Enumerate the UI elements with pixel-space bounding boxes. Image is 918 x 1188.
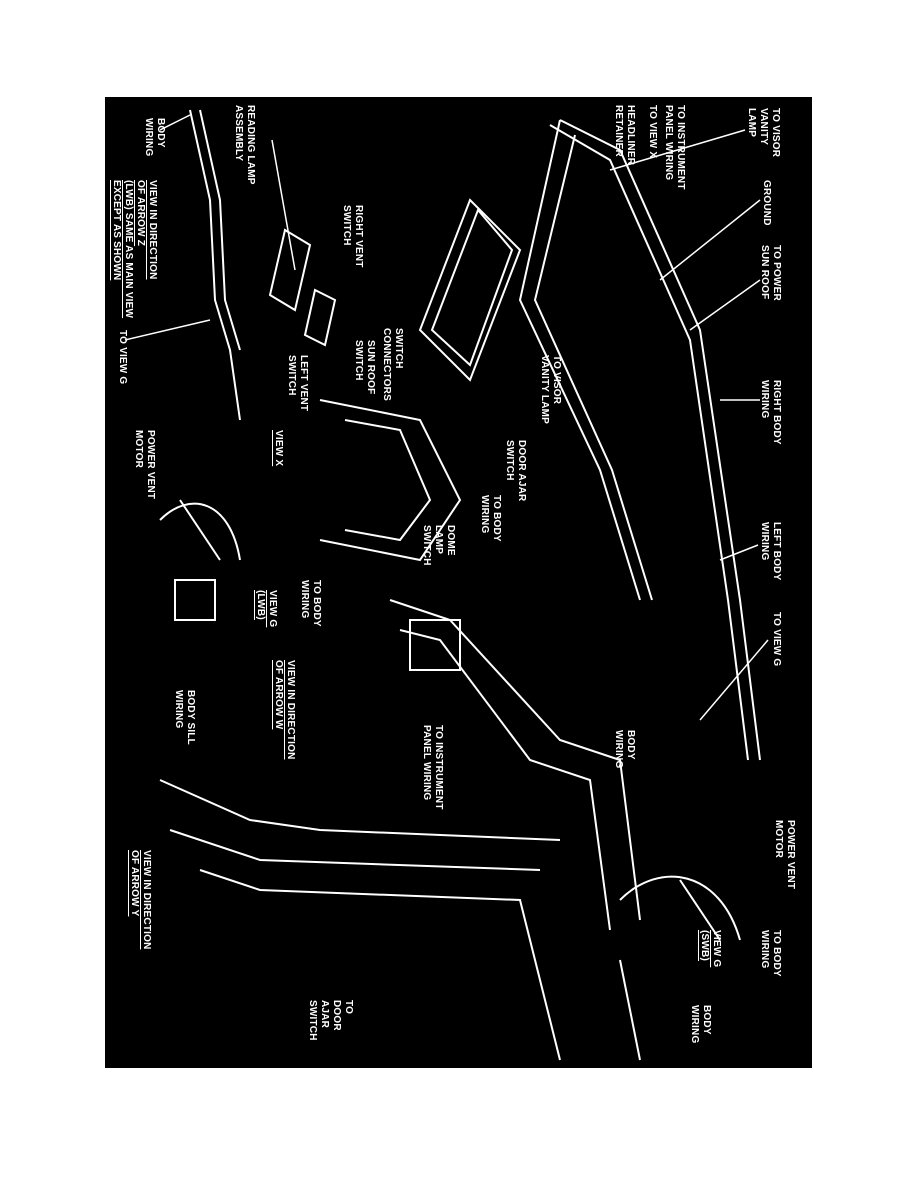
label-view-arrow-z: VIEW IN DIRECTION OF ARROW Z (LWB) SAME … (111, 180, 158, 319)
label-left-vent-switch: LEFT VENT SWITCH (286, 355, 309, 412)
label-right-body-wiring: RIGHT BODY WIRING (759, 380, 782, 445)
label-to-instrument-panel-wiring-top: TO INSTRUMENT PANEL WIRING (663, 105, 686, 190)
label-to-view-g-top: TO VIEW G (771, 612, 782, 667)
label-sun-roof-switch: SUN ROOF SWITCH (353, 340, 376, 395)
label-body-wiring-right: BODY WIRING (689, 1005, 712, 1044)
label-view-g-lwb: VIEW G (LWB) (255, 590, 278, 628)
reading-lamp-shape (268, 228, 337, 347)
view-z-body-lines (189, 109, 241, 421)
label-to-instrument-panel-wiring-mid: TO INSTRUMENT PANEL WIRING (421, 725, 444, 810)
label-door-ajar-switch: DOOR AJAR SWITCH (504, 440, 527, 502)
label-to-body-wiring-swb: TO BODY WIRING (759, 930, 782, 977)
label-view-arrow-y: VIEW IN DIRECTION OF ARROW Y (129, 850, 152, 950)
view-y-sill (159, 779, 561, 1061)
label-reading-lamp-assembly: READING LAMP ASSEMBLY (233, 105, 256, 185)
label-ground: GROUND (761, 180, 772, 226)
label-to-power-sun-roof: TO POWER SUN ROOF (759, 245, 782, 301)
view-x-pillar (319, 399, 462, 562)
label-to-visor-vanity-lamp-top: TO VISOR VANITY LAMP (746, 108, 781, 158)
label-right-vent-switch: RIGHT VENT SWITCH (341, 205, 364, 268)
label-switch-connectors: SWITCH CONNECTORS (381, 328, 404, 401)
view-g-swb-motor (619, 875, 741, 1061)
label-view-x: VIEW X (273, 430, 284, 467)
view-w-door-frame (389, 599, 641, 931)
label-to-visor-vanity-lamp-mid: TO VISOR VANITY LAMP (539, 355, 562, 425)
headliner-retainer-shape (418, 198, 522, 382)
label-to-body-wiring-x: TO BODY WIRING (479, 495, 502, 542)
label-to-body-wiring-lwb: TO BODY WIRING (299, 580, 322, 627)
label-power-vent-motor-lwb: POWER VENT MOTOR (133, 430, 156, 500)
label-body-wiring-mid: BODY WIRING (613, 730, 636, 769)
label-view-g-swb: VIEW G (SWB) (699, 930, 722, 968)
label-body-sill-wiring: BODY SILL WIRING (173, 690, 196, 745)
label-to-view-x: TO VIEW X (647, 105, 658, 159)
label-view-arrow-w: VIEW IN DIRECTION OF ARROW W (273, 660, 296, 760)
label-to-view-g-left: TO VIEW G (117, 330, 128, 385)
label-body-wiring-left: BODY WIRING (143, 118, 166, 157)
label-left-body-wiring: LEFT BODY WIRING (759, 522, 782, 581)
label-headliner-retainer: HEADLINER RETAINER (613, 105, 636, 166)
leader-lines (124, 114, 769, 721)
view-g-lwb-motor (159, 499, 241, 621)
label-power-vent-motor-swb: POWER VENT MOTOR (773, 820, 796, 890)
label-dome-lamp-switch: DOME LAMP SWITCH (421, 525, 456, 566)
label-to-door-ajar-switch: TO DOOR AJAR SWITCH (307, 1000, 354, 1041)
roof-outline (518, 119, 761, 761)
